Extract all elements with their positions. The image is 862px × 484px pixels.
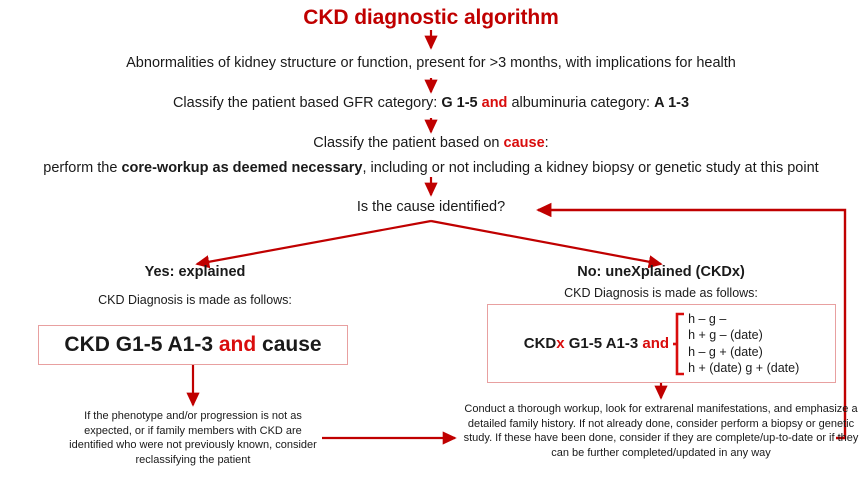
options-brace: h – g – h + g – (date) h – g + (date) h … — [673, 311, 799, 377]
yes-diagnosis-text: CKD G1-5 A1-3 and cause — [64, 333, 322, 356]
cause-emphasis: cause — [503, 135, 545, 151]
core-workup-emphasis: core-workup as deemed necessary — [121, 160, 363, 176]
no-box-conjunction: and — [642, 335, 670, 352]
step-classify-gfr: Classify the patient based GFR category:… — [172, 95, 690, 111]
step-definition: Abnormalities of kidney structure or fun… — [126, 55, 736, 71]
ckdx-x-marker: x — [556, 335, 565, 352]
arrow-decision-to-yes — [195, 219, 432, 269]
ckdx-diagnosis-text: CKDx G1-5 A1-3 and — [523, 335, 670, 352]
arrow-decision-to-no — [430, 219, 663, 269]
step-classify-cause: Classify the patient based on cause: — [313, 135, 549, 151]
yes-reclassify-note: If the phenotype and/or progression is n… — [69, 410, 317, 466]
step-core-workup: perform the core-workup as deemed necess… — [43, 160, 819, 176]
list-item: h – g – — [688, 311, 727, 326]
page-title: CKD diagnostic algorithm — [303, 6, 559, 29]
no-diagnosis-box: CKDx G1-5 A1-3 and h – g – h + g – (date… — [487, 304, 836, 383]
yes-diagnosis-caption: CKD Diagnosis is made as follows: — [98, 293, 292, 307]
list-item: h – g + (date) — [688, 344, 763, 359]
branch-label-yes: Yes: explained — [144, 264, 246, 280]
gfr-acr-conjunction: and — [481, 95, 508, 111]
ckdx-options-list: h – g – h + g – (date) h – g + (date) h … — [685, 311, 799, 377]
branch-label-no: No: uneXplained (CKDx) — [577, 264, 745, 280]
yes-diagnosis-box: CKD G1-5 A1-3 and cause — [38, 325, 348, 365]
no-diagnosis-caption: CKD Diagnosis is made as follows: — [564, 286, 758, 300]
gfr-category-value: G 1-5 — [441, 95, 478, 111]
list-item: h + (date) g + (date) — [688, 361, 800, 375]
albuminuria-category-value: A 1-3 — [654, 95, 690, 111]
brace-icon — [673, 312, 685, 375]
list-item: h + g – (date) — [688, 328, 763, 342]
no-workup-note: Conduct a thorough workup, look for extr… — [463, 403, 859, 459]
decision-is-cause-identified: Is the cause identified? — [356, 199, 506, 215]
yes-box-conjunction: and — [218, 333, 257, 356]
